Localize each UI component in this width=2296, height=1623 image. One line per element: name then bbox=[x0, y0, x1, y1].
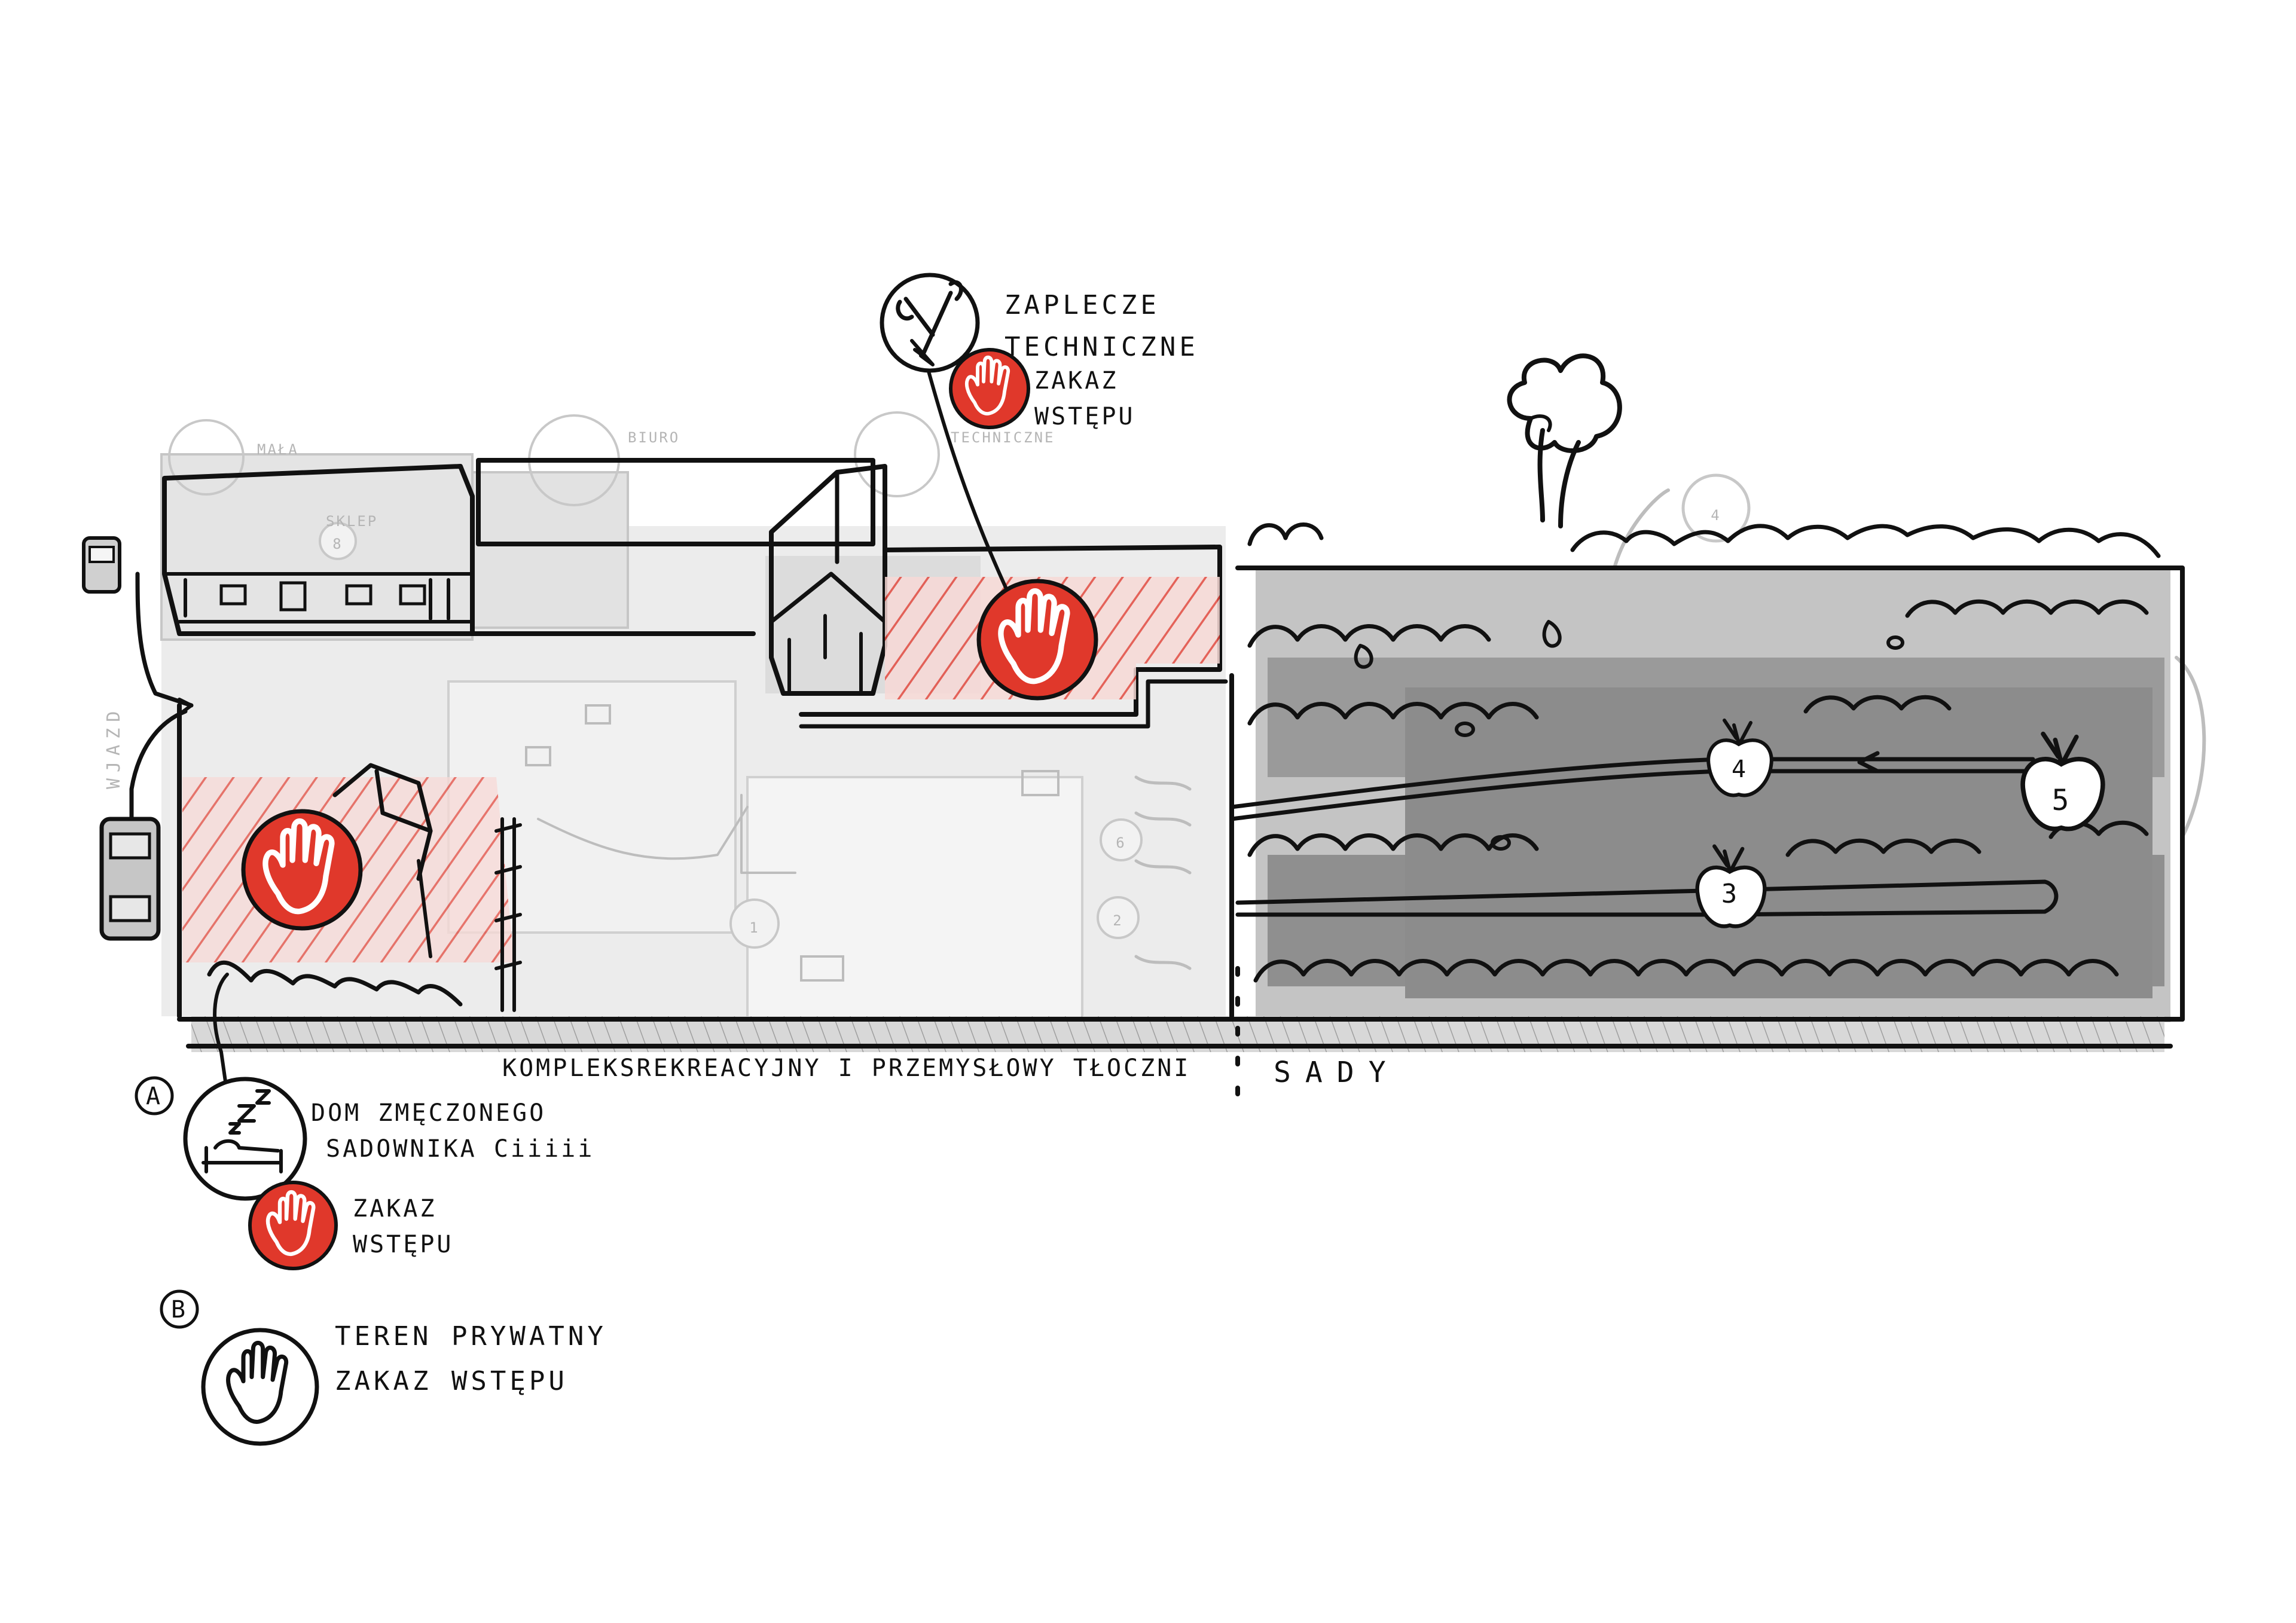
orchards-label: SADY bbox=[1274, 1056, 1400, 1089]
no-entry-marker-technical bbox=[976, 579, 1098, 701]
svg-text:8: 8 bbox=[332, 536, 343, 552]
complex-label: KOMPLEKSREKREACYJNY I PRZEMYSŁOWY TŁOCZN… bbox=[502, 1055, 1190, 1082]
svg-text:6: 6 bbox=[1116, 835, 1126, 851]
callout-house: A DOM ZMĘCZONEGO SADOWNIKA Ciiiii ZAKAZ … bbox=[135, 973, 594, 1270]
legend-private-line2: ZAKAZ WSTĘPU bbox=[335, 1366, 568, 1396]
house-label-line1: DOM ZMĘCZONEGO bbox=[311, 1099, 546, 1127]
legend-a-badge bbox=[135, 1076, 174, 1115]
svg-text:5: 5 bbox=[2052, 784, 2074, 817]
orchard-rows bbox=[1247, 522, 2161, 983]
faint-apple-4 bbox=[1681, 473, 1751, 543]
entrance-label: WJAZD bbox=[103, 705, 124, 789]
legend-private: B TEREN PRYWATNY ZAKAZ WSTĘPU bbox=[160, 1289, 607, 1446]
no-entry-hand-icon-legend bbox=[201, 1328, 319, 1446]
wrench-screwdriver-icon bbox=[880, 273, 980, 373]
legend-b-label: B bbox=[171, 1296, 188, 1324]
technical-label-line2: TECHNICZNE bbox=[1004, 332, 1199, 362]
faint-station-8: 8 bbox=[319, 522, 357, 560]
building-gabled bbox=[769, 464, 887, 696]
car-icon-parked bbox=[99, 817, 161, 941]
station-5: 5 bbox=[2023, 734, 2103, 829]
sleeping-bed-icon bbox=[183, 1077, 307, 1201]
faint-station-1: 1 bbox=[729, 898, 780, 949]
legend-private-line1: TEREN PRYWATNY bbox=[335, 1321, 607, 1352]
svg-text:2: 2 bbox=[1113, 912, 1123, 929]
legend-b-badge bbox=[160, 1289, 199, 1329]
faint-label-sklep: SKLEP bbox=[326, 513, 378, 530]
faint-label-biuro: BIURO bbox=[628, 429, 680, 446]
house-label-line2: SADOWNIKA Ciiiii bbox=[326, 1135, 594, 1163]
legend-a-label: A bbox=[146, 1083, 163, 1110]
technical-zone-frame bbox=[799, 545, 1228, 729]
building-shop bbox=[162, 464, 475, 636]
site-outline bbox=[177, 566, 2185, 1102]
car-icon bbox=[82, 536, 121, 594]
house-no-entry-line1: ZAKAZ bbox=[353, 1195, 436, 1222]
house-no-entry-line2: WSTĘPU bbox=[353, 1231, 454, 1258]
technical-no-entry-line2: WSTĘPU bbox=[1034, 403, 1135, 430]
svg-text:4: 4 bbox=[1711, 507, 1721, 524]
building-office bbox=[464, 458, 875, 636]
tree-icon bbox=[1507, 353, 1622, 528]
svg-text:3: 3 bbox=[1721, 879, 1741, 909]
faint-station-2: 2 bbox=[1097, 896, 1140, 939]
station-4: 4 bbox=[1708, 720, 1772, 795]
visitor-route bbox=[1229, 751, 2059, 917]
faint-label-technical: TECHNICZNE bbox=[951, 429, 1055, 446]
faint-bubble-shop bbox=[168, 419, 245, 496]
svg-text:4: 4 bbox=[1732, 756, 1748, 783]
buildings bbox=[162, 458, 1228, 729]
technical-no-entry-line1: ZAKAZ bbox=[1034, 367, 1118, 395]
callout-technical: ZAPLECZE TECHNICZNE ZAKAZ WSTĘPU bbox=[880, 273, 1199, 600]
entrance-path bbox=[129, 571, 194, 821]
faint-label-mala: MAŁA bbox=[257, 441, 299, 458]
faint-station-6: 6 bbox=[1100, 818, 1143, 861]
svg-text:1: 1 bbox=[749, 919, 759, 936]
no-entry-marker-house bbox=[241, 809, 363, 931]
station-3: 3 bbox=[1697, 846, 1765, 927]
faint-bubble-technical bbox=[854, 411, 940, 497]
technical-label-line1: ZAPLECZE bbox=[1004, 290, 1160, 320]
